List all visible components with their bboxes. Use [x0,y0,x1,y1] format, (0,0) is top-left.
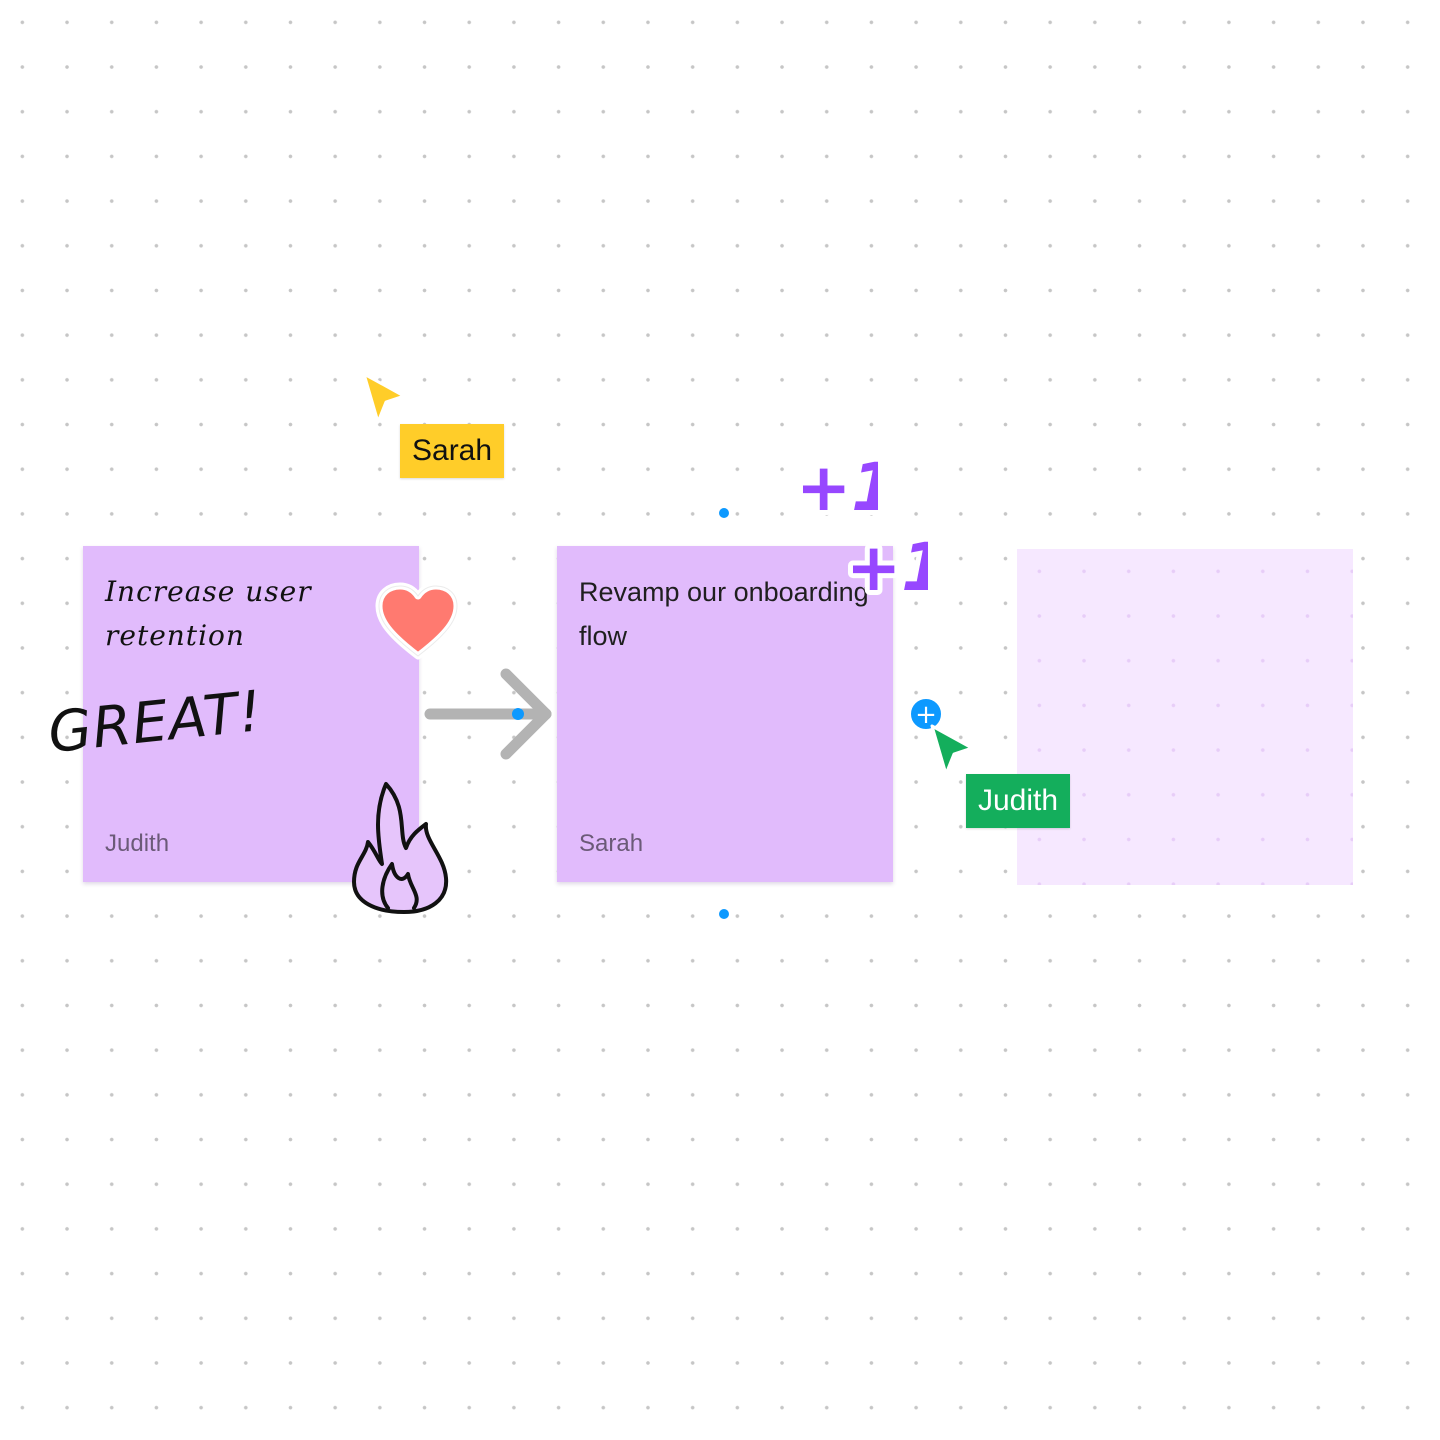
plus-one-label: +1 [796,449,878,524]
plus-one-label: +1 [846,529,928,604]
heart-icon[interactable] [375,582,461,662]
collaborator-tag-sarah: Sarah [400,424,505,478]
sticky-note-author: Sarah [579,830,644,857]
sticky-note-2[interactable]: Revamp our onboarding flow Sarah [557,546,893,882]
fire-icon[interactable] [348,778,452,918]
plus-one-sticker[interactable]: +1 [836,524,928,604]
arrow-right-icon[interactable] [424,664,556,764]
sticky-note-1[interactable]: Increase user retention Judith [83,546,419,882]
selection-handle-bottom[interactable] [719,909,729,919]
add-connector-button[interactable]: + [909,697,943,731]
collaborator-tag-judith: Judith [966,774,1071,828]
sticky-note-text: Increase user retention [105,575,312,652]
cursor-arrow-icon [362,372,406,424]
selection-handle-top[interactable] [719,508,729,518]
sticky-note-placeholder[interactable] [1017,549,1353,885]
sticky-note-text: Revamp our onboarding flow [579,577,869,651]
sticky-note-author: Judith [105,830,170,857]
plus-one-sticker[interactable]: +1 [786,444,878,524]
cursor-arrow-icon [930,724,974,776]
